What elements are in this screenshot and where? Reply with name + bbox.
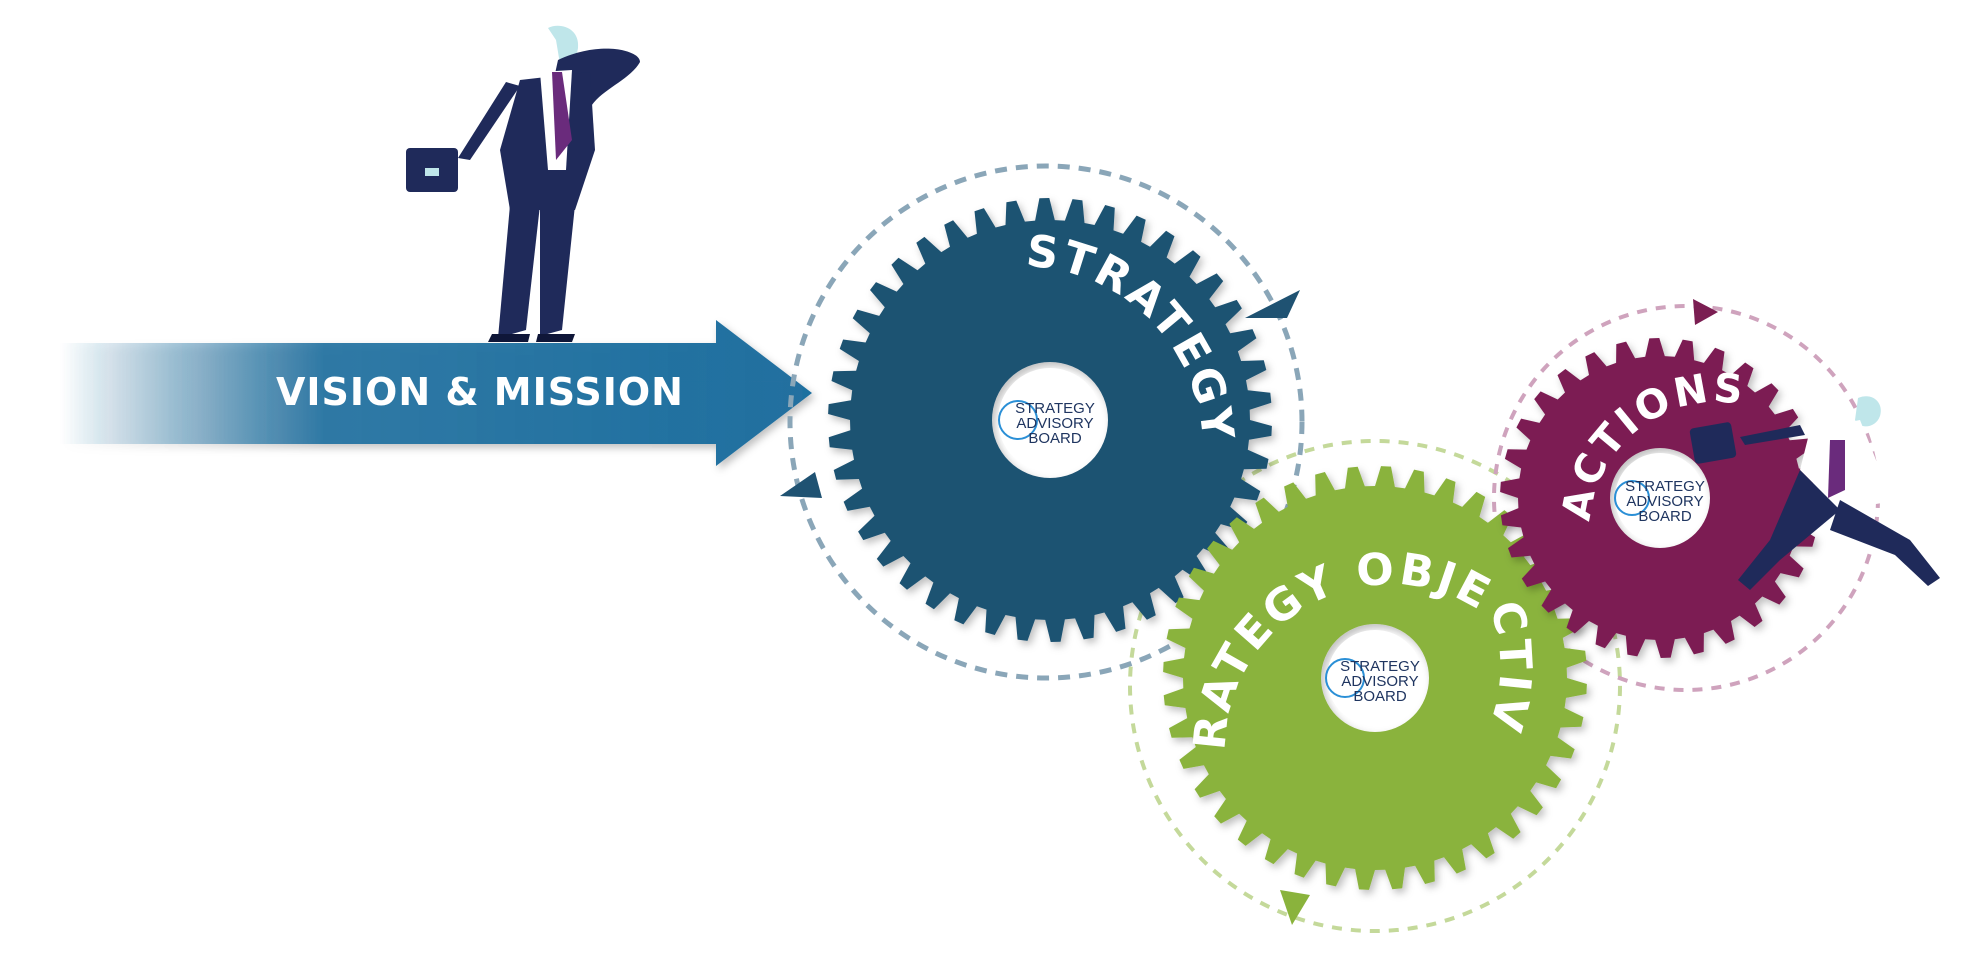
svg-text:BOARD: BOARD [1028, 430, 1082, 447]
running-businessman-figure [1689, 396, 1942, 590]
gear-strategy-objectives [1163, 466, 1587, 890]
cycle-arrowhead-icon [1693, 299, 1718, 325]
svg-text:ADVISORY: ADVISORY [1341, 673, 1418, 690]
globe-icon [1325, 658, 1365, 698]
cycle-arrowhead-icon [1245, 290, 1300, 318]
svg-text:STRATEGY: STRATEGY [1015, 400, 1095, 417]
svg-text:STRATEGY: STRATEGY [1340, 658, 1420, 675]
svg-text:BOARD: BOARD [1638, 508, 1692, 525]
cycle-ring-strategy [780, 163, 1305, 681]
cycle-arrowhead-icon [780, 472, 822, 498]
logo-strategy-hub: STRATEGY ADVISORY BOARD [998, 368, 1102, 472]
standing-businessman-figure [406, 25, 640, 342]
arrow-label: VISION & MISSION [276, 370, 684, 414]
vision-mission-arrow: VISION & MISSION [60, 320, 812, 466]
svg-text:ADVISORY: ADVISORY [1016, 415, 1093, 432]
svg-text:BOARD: BOARD [1353, 688, 1407, 705]
gear-body [828, 198, 1272, 642]
globe-icon [1614, 480, 1650, 516]
logo-objectives-hub: STRATEGY ADVISORY BOARD [1325, 630, 1423, 726]
svg-text:ADVISORY: ADVISORY [1626, 493, 1703, 510]
briefcase-icon [1689, 422, 1737, 464]
logo-actions-hub: STRATEGY ADVISORY BOARD [1614, 453, 1705, 543]
gear-strategy [828, 198, 1272, 642]
svg-text:STRATEGY: STRATEGY [1625, 478, 1705, 495]
gear-body [1163, 466, 1587, 890]
cycle-arrowhead-icon [1280, 890, 1310, 925]
globe-icon [998, 400, 1038, 440]
